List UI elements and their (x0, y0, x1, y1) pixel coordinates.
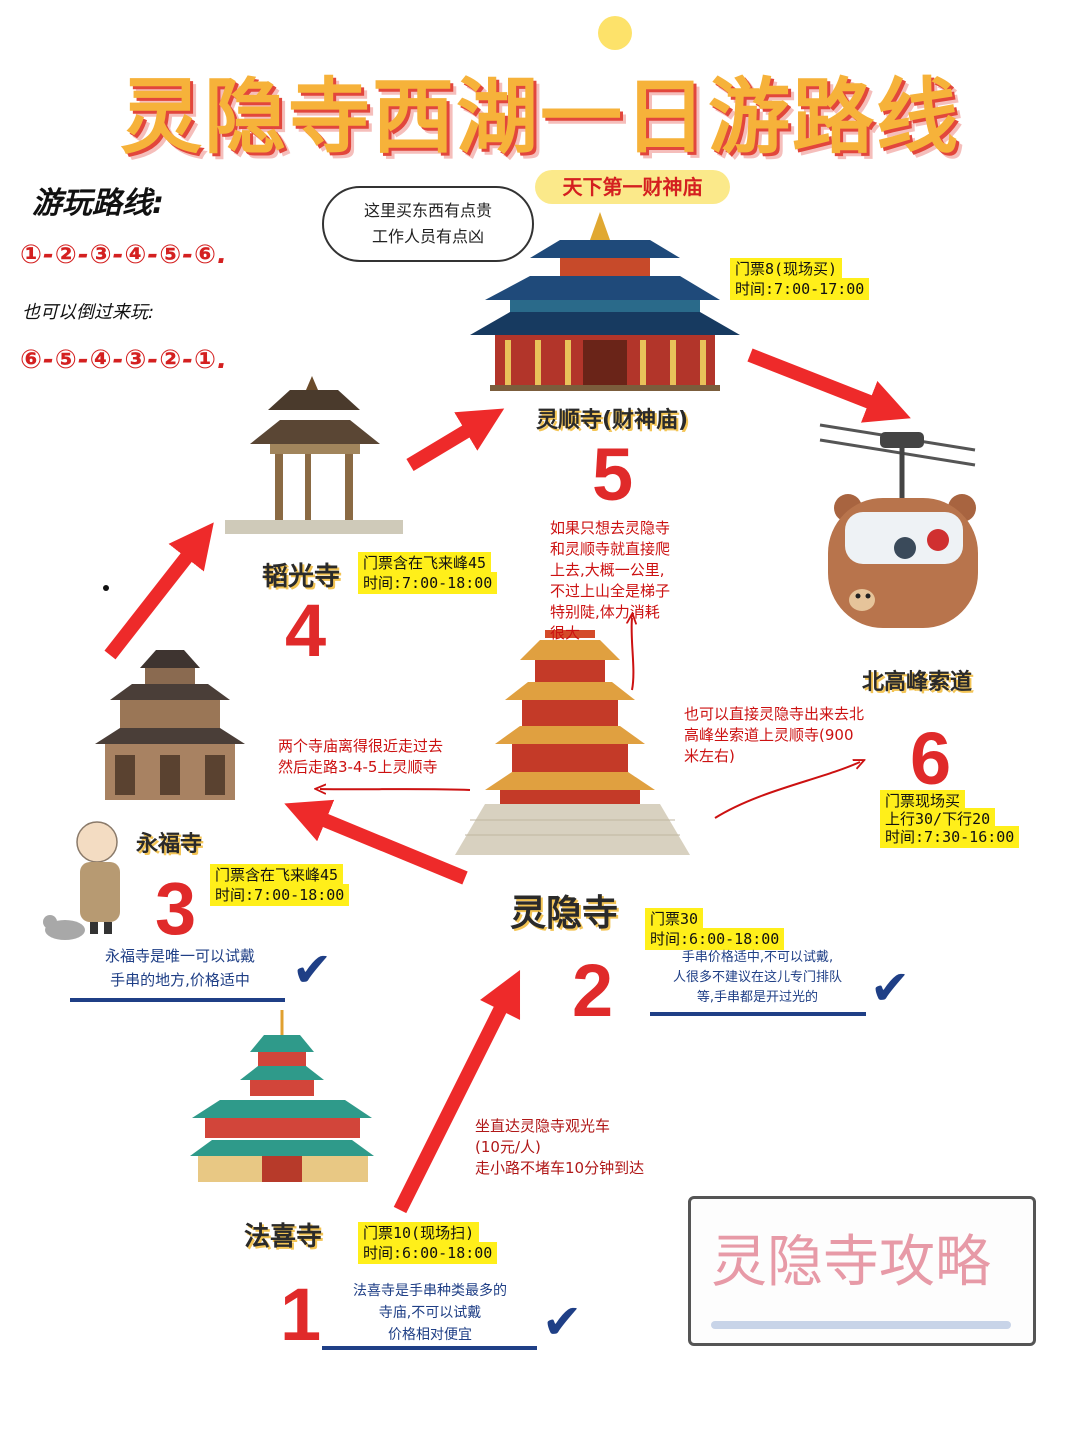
stop-1-underline (322, 1346, 537, 1350)
arrow-5-to-6 (747, 348, 911, 423)
stop-2-note-line: 人很多不建议在这儿专门排队 (672, 970, 842, 985)
route-heading: 游玩路线: (32, 186, 164, 221)
stop-2-underline (650, 1012, 866, 1016)
stop-2-name: 灵隐寺 (510, 893, 619, 934)
arrow-walk-hint (320, 789, 471, 790)
bubble-line: 工作人员有点凶 (371, 227, 484, 246)
stop-2-hours: 时间:6:00-18:00 (645, 928, 785, 950)
stop-3-hours: 时间:7:00-18:00 (210, 884, 350, 906)
stop-3-note-line: 手串的地方,价格适中 (110, 971, 250, 989)
tip-cable-line: 米左右) (684, 747, 735, 765)
stray-dot (103, 585, 109, 591)
stop-1-note-line: 法喜寺是手串种类最多的 (353, 1283, 507, 1299)
tip-bus-line: 走小路不堵车10分钟到达 (475, 1159, 645, 1177)
arrow-3-to-4 (104, 522, 214, 660)
stop-1-note-line: 价格相对便宜 (388, 1327, 472, 1343)
arrow-4-to-5 (406, 408, 505, 472)
stop-4-name: 韬光寺 (262, 562, 341, 592)
arrow-2-to-3 (284, 799, 468, 885)
tip-bus: 坐直达灵隐寺观光车 (10元/人) 走小路不堵车10分钟到达 (475, 1116, 705, 1179)
guide-card-bar (711, 1321, 1011, 1329)
stop-3-number: 3 (155, 867, 197, 950)
stop-1-note: 法喜寺是手串种类最多的 寺庙,不可以试戴 价格相对便宜 (325, 1280, 535, 1346)
page-title: 灵隐寺西湖一日游路线 (119, 70, 960, 165)
stop-6-ticket: 门票现场买 (880, 790, 966, 812)
stop-3-note: 永福寺是唯一可以试戴 手串的地方,价格适中 (75, 944, 285, 992)
stop-2-number: 2 (572, 949, 614, 1032)
stop-3-check-icon: ✔ (292, 942, 333, 998)
tip-walk-line: 然后走路3-4-5上灵顺寺 (278, 758, 438, 776)
stop-2-ticket: 门票30 (645, 908, 704, 930)
stop-5-name: 灵顺寺(财神庙) (536, 408, 689, 433)
stop-3-ticket: 门票含在飞来峰45 (210, 864, 344, 886)
tip-walk: 两个寺庙离得很近走过去 然后走路3-4-5上灵顺寺 (278, 736, 478, 778)
temple-3-illustration (95, 650, 245, 800)
tip-bus-line: 坐直达灵隐寺观光车 (475, 1117, 611, 1135)
stop-2-check-icon: ✔ (870, 960, 911, 1016)
stop-1-check-icon: ✔ (542, 1294, 583, 1350)
cable-car-illustration (819, 423, 978, 628)
arrow-1-to-2 (393, 969, 521, 1214)
stop-1-ticket: 门票10(现场扫) (358, 1222, 480, 1244)
hint-arrows (320, 618, 860, 819)
tip-climb-line: 特别陡,体力消耗 (550, 603, 660, 621)
tip-climb-line: 如果只想去灵隐寺 (550, 519, 671, 537)
arrow-cable-hint (714, 762, 860, 819)
temple-4-illustration (225, 376, 403, 534)
bubble-line: 这里买东西有点贵 (363, 201, 492, 220)
stop-6-hours: 时间:7:30-16:00 (880, 826, 1020, 848)
stop-1-name: 法喜寺 (244, 1222, 323, 1252)
guide-card-title: 灵隐寺攻略 (711, 1230, 991, 1295)
stop-1-number: 1 (280, 1273, 322, 1356)
arrow-climb-hint (632, 618, 634, 691)
sun-decoration (598, 16, 632, 50)
stop-3-name: 永福寺 (136, 832, 203, 857)
guide-card: 灵隐寺攻略 (688, 1196, 1036, 1346)
god-of-wealth-tag: 天下第一财神庙 (535, 170, 730, 204)
route-reverse-label: 也可以倒过来玩: (22, 302, 155, 323)
stop-3-note-line: 永福寺是唯一可以试戴 (104, 947, 255, 965)
tip-climb-line: 不过上山全是梯子 (550, 582, 671, 600)
temple-5-illustration (470, 212, 740, 391)
tip-bus-line: (10元/人) (475, 1138, 541, 1156)
stop-5-ticket: 门票8(现场买) (730, 258, 843, 280)
stop-5-number: 5 (592, 433, 634, 516)
tip-cable: 也可以直接灵隐寺出来去北 高峰坐索道上灵顺寺(900 米左右) (684, 704, 884, 767)
route-arrows (104, 348, 911, 1214)
tip-climb-line: 上去,大概一公里, (550, 561, 665, 579)
stop-2-note-line: 等,手串都是开过光的 (696, 990, 819, 1005)
tip-climb-line: 和灵顺寺就直接爬 (550, 540, 671, 558)
stop-2-note: 手串价格适中,不可以试戴, 人很多不建议在这儿专门排队 等,手串都是开过光的 (650, 948, 865, 1008)
lingyin-pagoda-illustration (455, 630, 690, 855)
tip-cable-line: 也可以直接灵隐寺出来去北 (684, 705, 865, 723)
monk-illustration (43, 821, 120, 940)
stop-3-underline (70, 998, 285, 1002)
stop-4-number: 4 (285, 589, 327, 672)
speech-bubble: 这里买东西有点贵 工作人员有点凶 (322, 186, 534, 262)
stop-6-name: 北高峰索道 (862, 670, 973, 695)
tip-walk-line: 两个寺庙离得很近走过去 (278, 737, 444, 755)
stop-4-hours: 时间:7:00-18:00 (358, 572, 498, 594)
stop-1-note-line: 寺庙,不可以试戴 (378, 1305, 482, 1321)
tip-cable-line: 高峰坐索道上灵顺寺(900 (684, 726, 854, 744)
stop-5-hours: 时间:7:00-17:00 (730, 278, 870, 300)
stop-6-number: 6 (910, 717, 952, 800)
stop-2-note-line: 手串价格适中,不可以试戴, (681, 950, 834, 965)
temple-1-illustration (190, 1010, 374, 1182)
route-forward: ①-②-③-④-⑤-⑥. (20, 240, 228, 270)
stop-4-ticket: 门票含在飞来峰45 (358, 552, 492, 574)
tip-climb-line: 很大 (550, 624, 581, 642)
tip-climb: 如果只想去灵隐寺 和灵顺寺就直接爬 上去,大概一公里, 不过上山全是梯子 特别陡… (550, 518, 690, 644)
stop-6-fare: 上行30/下行20 (880, 808, 996, 830)
route-reverse: ⑥-⑤-④-③-②-①. (20, 345, 228, 375)
stop-1-hours: 时间:6:00-18:00 (358, 1242, 498, 1264)
